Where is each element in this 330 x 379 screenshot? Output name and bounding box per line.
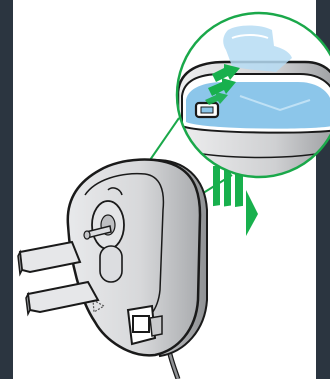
charger-body (68, 160, 207, 356)
magnified-detail-circle (177, 13, 330, 200)
